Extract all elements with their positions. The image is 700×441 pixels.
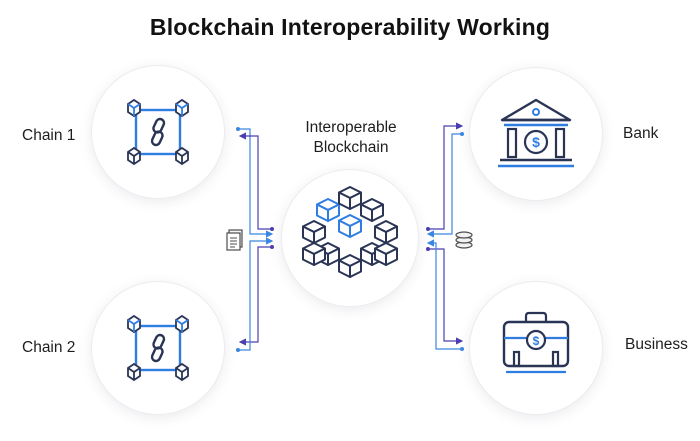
right-connectors bbox=[426, 122, 464, 351]
left-connectors bbox=[236, 127, 274, 352]
cube bbox=[338, 214, 362, 238]
bank-label: Bank bbox=[623, 125, 659, 142]
cube bbox=[338, 254, 362, 278]
connector-chain1-in bbox=[238, 128, 274, 238]
connector-chain2-out bbox=[238, 246, 272, 346]
dollar-icon: $ bbox=[532, 134, 540, 150]
coins-icon bbox=[455, 231, 473, 249]
chain2-label: Chain 2 bbox=[22, 339, 76, 356]
chain-network-icon bbox=[127, 98, 189, 166]
dollar-icon: $ bbox=[533, 334, 540, 348]
center-label: Interoperable Blockchain bbox=[305, 119, 397, 156]
connector-bank-out bbox=[428, 122, 464, 230]
connector-chain1-out bbox=[238, 132, 272, 230]
chain1-label: Chain 1 bbox=[22, 127, 76, 144]
connector-business-out bbox=[428, 248, 464, 345]
cube bbox=[316, 198, 340, 222]
blockchain-cubes-icon bbox=[302, 186, 398, 278]
cube bbox=[374, 242, 398, 266]
diagram-title: Blockchain Interoperability Working bbox=[149, 14, 551, 40]
cube bbox=[374, 220, 398, 244]
cube bbox=[360, 198, 384, 222]
connector-business-in bbox=[426, 239, 462, 350]
connector-bank-in bbox=[426, 133, 462, 238]
bank-icon: $ bbox=[498, 98, 574, 168]
document-icon bbox=[226, 229, 243, 251]
cube bbox=[302, 220, 326, 244]
cube bbox=[302, 242, 326, 266]
business-label: Business bbox=[625, 336, 688, 353]
briefcase-dollar-icon: $ bbox=[502, 311, 570, 374]
bank-node bbox=[470, 68, 602, 200]
cube bbox=[338, 186, 362, 210]
chain-network-icon bbox=[127, 314, 189, 382]
connector-chain2-in bbox=[238, 237, 274, 351]
